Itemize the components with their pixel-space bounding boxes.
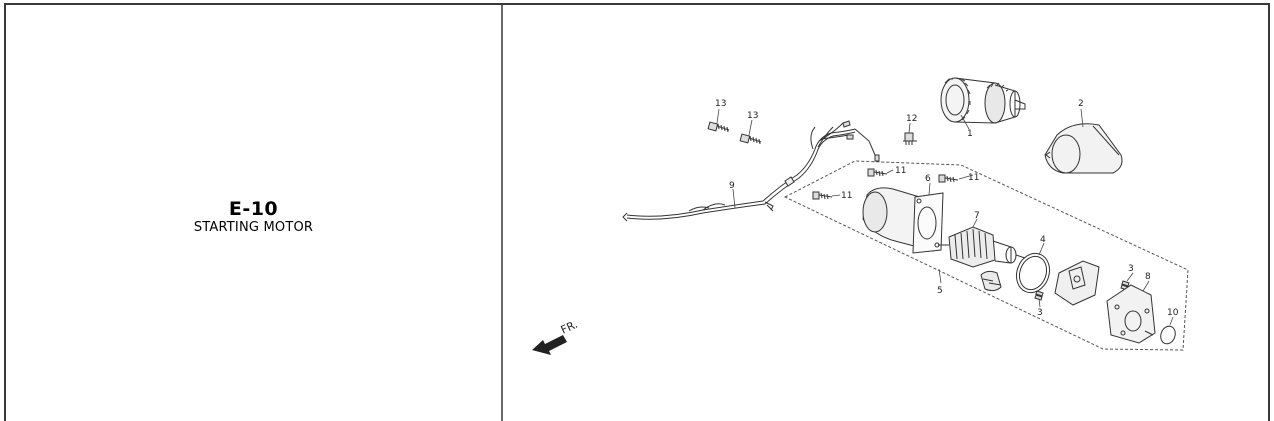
front-direction-label: FR. <box>559 318 580 337</box>
callout-12: 12 <box>906 114 917 124</box>
section-name: STARTING MOTOR <box>193 220 314 235</box>
callout-3a: 3 <box>1037 308 1043 318</box>
part-4-o-ring <box>1015 252 1051 294</box>
part-2-cover <box>1044 123 1123 174</box>
section-code: E-10 <box>228 198 279 220</box>
part-13-bolt-a <box>707 121 730 133</box>
callout-13a: 13 <box>715 99 726 109</box>
part-8-end-cover <box>1106 284 1156 344</box>
part-brush-holder <box>1054 260 1100 306</box>
callout-4: 4 <box>1040 235 1046 245</box>
part-11-screw-c <box>812 191 833 200</box>
assembly-boundary <box>783 160 1189 351</box>
part-9-wire-harness <box>622 120 880 222</box>
part-6-motor-housing <box>862 187 944 254</box>
callout-10: 10 <box>1167 308 1179 318</box>
section-title-block: E-10 STARTING MOTOR <box>6 198 501 236</box>
callout-2: 2 <box>1078 99 1084 109</box>
callout-3b: 3 <box>1128 264 1134 274</box>
part-12-bolt <box>903 132 917 145</box>
front-direction-arrow: FR. <box>532 318 580 355</box>
callout-1: 1 <box>967 129 973 139</box>
part-13-bolt-b <box>739 133 762 145</box>
callout-leader-lines <box>716 108 1174 326</box>
part-11-screw-b <box>938 174 959 183</box>
part-3-spring-a <box>1034 290 1044 301</box>
parts-diagram-panel: FR. 13 13 12 1 2 9 11 11 11 6 7 4 5 3 3 … <box>503 5 1268 421</box>
part-10-o-ring <box>1160 325 1176 345</box>
part-brush-set <box>980 270 1002 292</box>
part-1-starter-clutch <box>940 77 1026 124</box>
callout-11a: 11 <box>895 166 906 176</box>
callout-13b: 13 <box>747 111 758 121</box>
part-11-screw-a <box>867 168 888 177</box>
part-7-armature <box>938 226 1026 268</box>
callout-8: 8 <box>1145 272 1151 282</box>
callout-9: 9 <box>729 181 735 191</box>
section-title-panel: E-10 STARTING MOTOR <box>6 5 501 421</box>
callout-7: 7 <box>974 211 980 221</box>
panel-divider <box>501 5 503 421</box>
page-frame <box>4 3 1270 421</box>
callout-5: 5 <box>937 286 943 296</box>
callout-11c: 11 <box>841 191 852 201</box>
callout-11b: 11 <box>968 173 979 183</box>
starting-motor-exploded-view: FR. 13 13 12 1 2 9 11 11 11 6 7 4 5 3 3 … <box>532 77 1189 355</box>
callout-6: 6 <box>925 174 931 184</box>
